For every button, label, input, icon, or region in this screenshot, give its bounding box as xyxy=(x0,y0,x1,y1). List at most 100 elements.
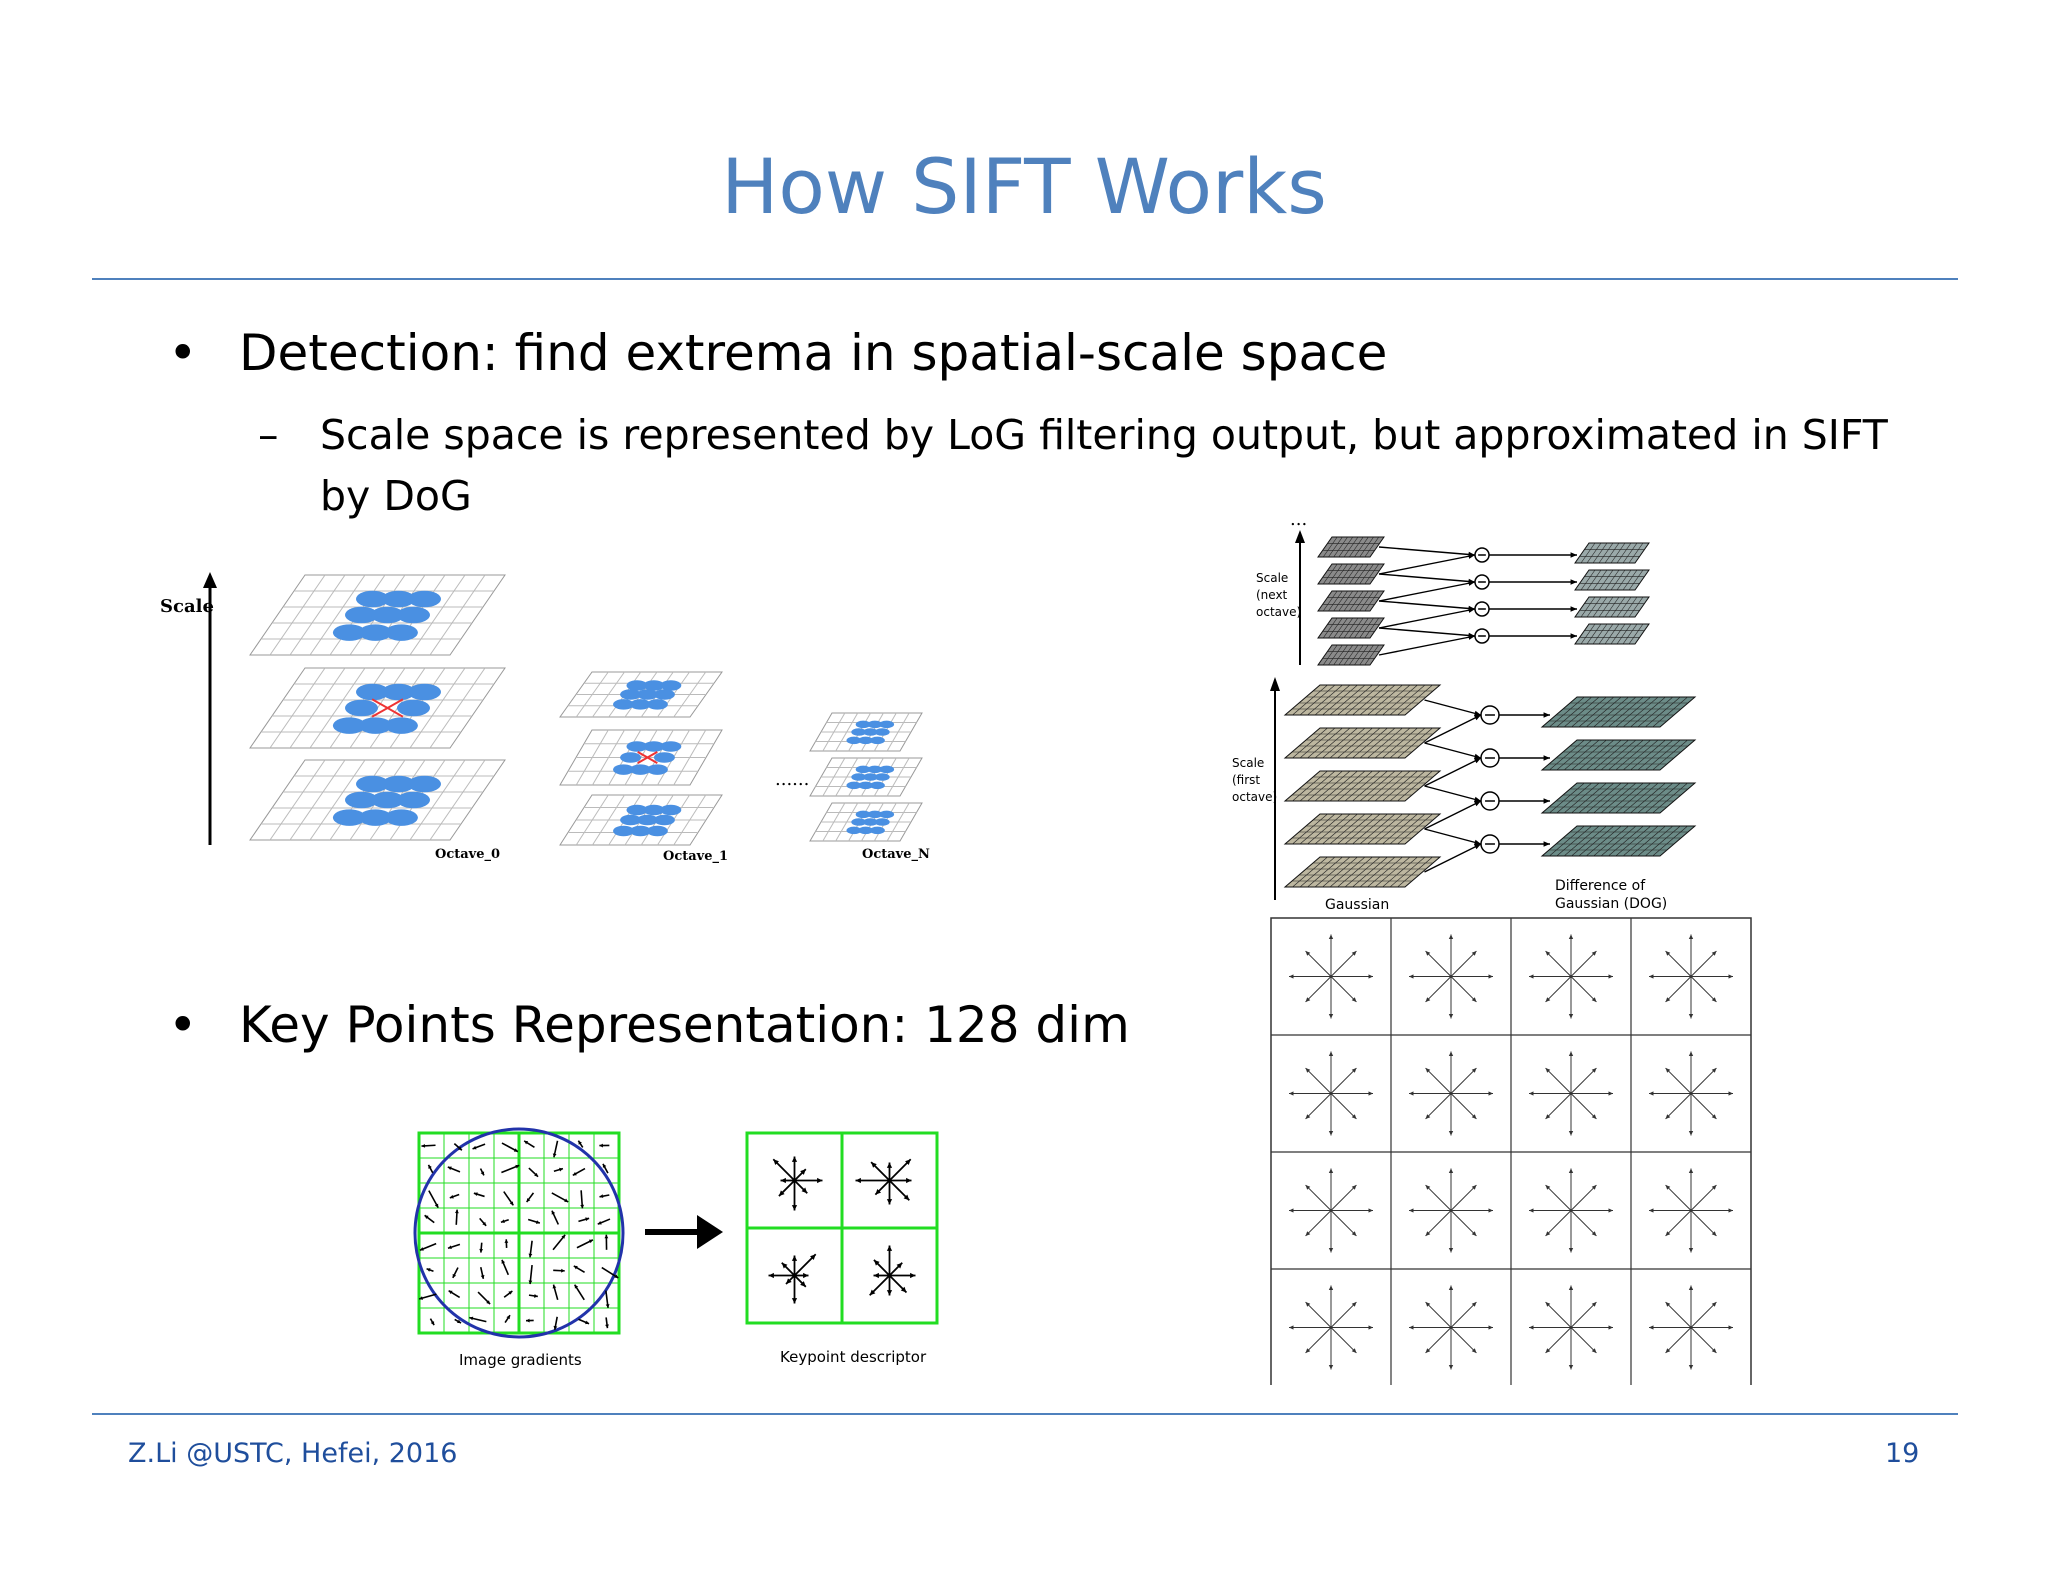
plate-line xyxy=(1343,563,1359,585)
plate-line xyxy=(1610,596,1626,618)
blob xyxy=(867,720,883,729)
gradient-arrowhead xyxy=(473,1192,478,1197)
blob xyxy=(332,624,366,641)
plate-line xyxy=(1299,684,1336,716)
plate-line xyxy=(1333,644,1348,666)
plate-line xyxy=(1586,696,1622,728)
grid-plate xyxy=(249,667,506,749)
scale-first-line2: (first xyxy=(1232,773,1260,787)
plate-line xyxy=(1307,813,1343,845)
gradient-arrowhead xyxy=(479,1248,484,1253)
plate-line xyxy=(1354,644,1369,666)
plate-line xyxy=(1382,856,1418,888)
plate-line xyxy=(1556,696,1592,728)
orientation-arrow xyxy=(1450,1093,1477,1120)
plate-line xyxy=(1354,617,1369,639)
orientation-arrowhead xyxy=(1608,1325,1613,1330)
plate-line xyxy=(1348,590,1364,612)
footer-rule xyxy=(92,1413,1958,1415)
orientation-arrowhead xyxy=(1368,1091,1373,1096)
plate-line xyxy=(1352,684,1388,716)
plate-line xyxy=(1610,569,1626,591)
plate-line xyxy=(1556,825,1592,857)
orientation-arrow xyxy=(1570,1210,1597,1237)
orientation-arrowhead xyxy=(1425,1185,1431,1190)
orientation-arrowhead xyxy=(1425,997,1431,1002)
plate-line xyxy=(1322,813,1358,845)
orientation-arrowhead xyxy=(1728,1325,1733,1330)
grid-plate xyxy=(249,759,506,841)
plate-line xyxy=(1314,770,1351,802)
orientation-arrowhead xyxy=(1409,1091,1414,1096)
orientation-arrowhead xyxy=(1545,1068,1551,1073)
orientation-arrowhead xyxy=(1328,1364,1334,1370)
plate-line xyxy=(1600,782,1637,814)
blob xyxy=(879,765,895,774)
gradient-arrowhead xyxy=(528,1280,533,1285)
orientation-arrow xyxy=(1305,950,1332,977)
scale-first-line3: octave) xyxy=(1232,790,1277,804)
plate-line xyxy=(1578,825,1615,857)
grid-plate xyxy=(809,757,923,797)
orientation-arrow xyxy=(1570,1327,1597,1354)
flow-arrowhead xyxy=(1474,758,1481,764)
orientation-arrow xyxy=(1545,1210,1572,1237)
keypoint-descriptor-grid xyxy=(745,1131,939,1325)
orientation-arrowhead xyxy=(1649,1091,1654,1096)
orientation-arrowhead xyxy=(1568,1051,1574,1057)
gradient-arrowhead xyxy=(500,1219,505,1224)
flow-arrow xyxy=(1424,699,1482,716)
plate-line xyxy=(1343,590,1359,612)
dog-plate xyxy=(1574,569,1650,591)
orientation-arrowhead xyxy=(1545,1231,1551,1236)
plate-line xyxy=(1586,569,1602,591)
octave-ellipsis: ...... xyxy=(775,769,809,790)
plate-line xyxy=(1571,739,1607,771)
gradient-arrowhead xyxy=(501,1259,506,1264)
grid-plate xyxy=(809,802,923,842)
histogram-cell xyxy=(1409,934,1493,1019)
gradient-arrowhead xyxy=(572,1171,577,1176)
dash-glyph: – xyxy=(258,411,279,459)
dog-plate xyxy=(1283,856,1442,888)
orientation-arrowhead xyxy=(1529,1208,1534,1213)
orientation-arrowhead xyxy=(1305,1114,1311,1119)
gradient-arrowhead xyxy=(559,1167,563,1172)
orientation-arrow xyxy=(1305,1067,1332,1094)
orientation-arrow xyxy=(1570,950,1597,977)
gradient-arrowhead xyxy=(428,1164,432,1169)
plate-line xyxy=(1333,590,1348,612)
octave-0-grids xyxy=(249,574,923,846)
blob xyxy=(851,773,867,781)
scale-axis-arrowhead xyxy=(203,572,217,588)
orientation-arrowhead xyxy=(1711,1348,1717,1353)
flow-arrowhead xyxy=(1474,796,1481,802)
blob xyxy=(408,590,441,608)
orientation-arrowhead xyxy=(1545,1348,1551,1353)
descriptor-arrowhead xyxy=(801,1187,808,1194)
plate-line xyxy=(1359,770,1396,802)
descriptor-arrowhead xyxy=(791,1205,798,1211)
plate-line xyxy=(1299,856,1336,888)
gradient-arrowhead xyxy=(552,1284,557,1289)
blob xyxy=(643,741,665,752)
plate-line xyxy=(1343,536,1359,558)
plate-line xyxy=(1630,739,1666,771)
orientation-arrowhead xyxy=(1328,1013,1334,1019)
blob xyxy=(397,606,430,624)
orientation-arrowhead xyxy=(1728,1208,1733,1213)
flow-arrowhead xyxy=(1570,552,1577,558)
bullet-keypoints-text: Key Points Representation: 128 dim xyxy=(239,996,1130,1054)
blob xyxy=(626,741,648,752)
plate-line xyxy=(1337,684,1373,716)
orientation-arrow xyxy=(1570,1301,1597,1328)
flow-arrow xyxy=(1378,635,1476,656)
plate-line xyxy=(1622,696,1659,728)
plate-line xyxy=(1292,684,1328,716)
blob xyxy=(613,699,635,710)
flow-arrowhead xyxy=(1468,553,1475,559)
descriptor-arrowhead xyxy=(855,1177,861,1184)
plate-line xyxy=(1328,536,1343,558)
scale-next-line3: octave) xyxy=(1256,605,1301,619)
plate-line xyxy=(1348,563,1364,585)
